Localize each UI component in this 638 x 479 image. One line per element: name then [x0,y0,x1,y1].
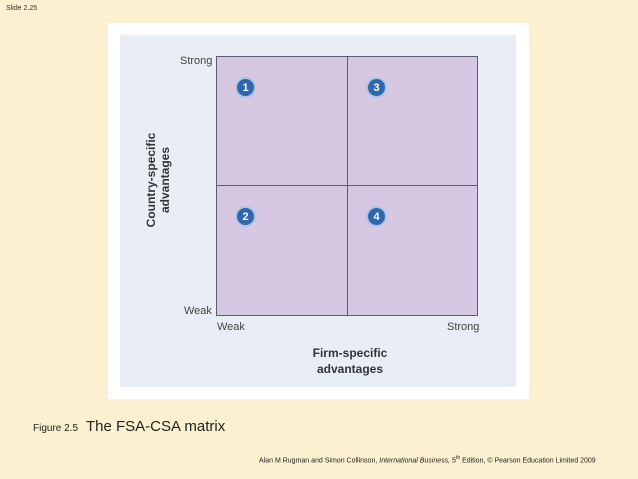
slide-number: Slide 2.25 [6,5,38,12]
credit-authors: Alan M Rugman and Simon Collinson, [259,457,378,465]
x-axis-title: Firm-specific advantages [300,345,400,377]
x-axis-high-label: Strong [447,321,480,333]
y-axis-low-label: Weak [184,305,212,317]
credit-edition-suffix: th [455,455,461,461]
quadrant-badge-3: 3 [366,77,387,98]
x-axis-title-line1: Firm-specific [312,346,388,360]
quadrant-badge-1: 1 [235,77,256,98]
credit-edition-number: 5 [452,457,456,465]
credit-publisher: Edition, © Pearson Education Limited 200… [462,457,596,465]
quadrant-badge-2: 2 [235,206,256,227]
x-axis-title-line2: advantages [316,362,384,376]
source-credit: Alan M Rugman and Simon Collinson, Inter… [259,455,596,464]
y-axis-title-line1: Country-specific [144,132,158,228]
figure-title: The FSA-CSA matrix [86,418,226,435]
y-axis-title-line2: advantages [158,146,172,214]
matrix-horizontal-divider [216,185,478,186]
figure-number: Figure 2.5 [33,423,79,434]
quadrant-badge-4: 4 [366,206,387,227]
matrix-vertical-divider [347,56,348,316]
y-axis-title: Country-specific advantages [144,120,172,240]
y-axis-high-label: Strong [180,55,213,67]
credit-book-title: International Business, [379,457,451,465]
x-axis-low-label: Weak [217,321,245,333]
